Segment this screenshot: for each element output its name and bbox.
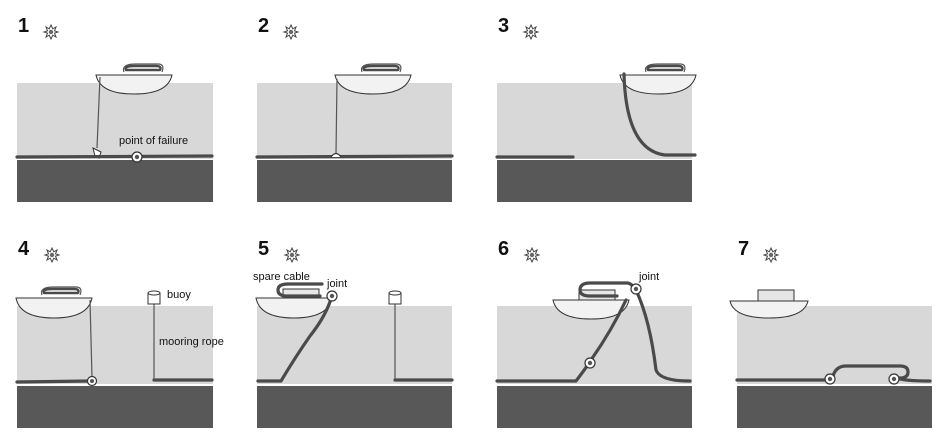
label-point-of-failure: point of failure: [119, 135, 188, 147]
sea-area: [257, 83, 452, 159]
cable-left-section: [15, 379, 92, 384]
sun-icon: [523, 24, 539, 40]
step-number: 4: [18, 238, 30, 260]
seabed: [497, 386, 692, 428]
joint-marker-right: [888, 373, 900, 385]
sun-icon: [763, 247, 779, 263]
panel-2: 2: [255, 15, 454, 202]
grapnel-line: [335, 78, 338, 155]
seabed: [497, 160, 692, 202]
repair-ship: [15, 286, 93, 319]
joint-marker-left: [824, 373, 836, 385]
joint-marker: [326, 290, 338, 302]
seabed: [17, 386, 213, 428]
repair-ship: [729, 289, 809, 319]
seabed: [257, 386, 452, 428]
panel-4: 4 buoy mooring rope: [15, 238, 224, 428]
buoy: [388, 290, 402, 305]
sun-icon: [283, 24, 299, 40]
step-number: 2: [258, 15, 269, 37]
joint-marker-lower: [584, 357, 596, 369]
label-joint: joint: [638, 271, 659, 283]
step-number: 1: [18, 15, 29, 37]
repair-ship: [334, 63, 412, 95]
repair-ship: [95, 63, 173, 95]
panel-7: 7: [729, 238, 932, 428]
sun-icon: [284, 247, 300, 263]
cable-raise-line: [89, 299, 93, 379]
cable-lifted: [622, 72, 697, 157]
step-number: 3: [498, 15, 509, 37]
step-number: 5: [258, 238, 269, 260]
seabed: [17, 160, 213, 202]
label-joint: joint: [326, 278, 347, 290]
label-buoy: buoy: [167, 289, 191, 301]
step-number: 7: [738, 238, 749, 260]
buoy: [147, 290, 161, 305]
sea-area: [497, 83, 692, 159]
cable: [15, 154, 214, 159]
cable-end-joint: [86, 375, 98, 387]
sea-area: [17, 83, 213, 159]
seabed: [737, 386, 932, 428]
repair-ship: [619, 63, 697, 95]
sun-icon: [524, 247, 540, 263]
sun-icon: [43, 24, 59, 40]
spare-cable: [276, 282, 324, 298]
grapnel-line: [96, 76, 101, 149]
cable-lifted: [256, 294, 334, 383]
seabed: [257, 160, 452, 202]
label-spare-cable: spare cable: [253, 271, 310, 283]
grapnel-hook: [330, 152, 342, 158]
sea-area: [257, 306, 452, 384]
sun-icon: [44, 247, 60, 263]
panel-6: 6 joint: [495, 238, 692, 428]
cable: [255, 154, 454, 159]
panel-3: 3: [495, 15, 697, 202]
panel-5: 5 spare cable joint: [253, 238, 454, 428]
failure-point-marker: [131, 151, 143, 163]
panel-1: 1 point of failure: [15, 15, 214, 202]
cable-right-span: [634, 288, 692, 383]
label-mooring-rope: mooring rope: [159, 336, 224, 348]
step-number: 6: [498, 238, 509, 260]
sea-area: [17, 306, 213, 384]
joint-marker-upper: [630, 283, 642, 295]
